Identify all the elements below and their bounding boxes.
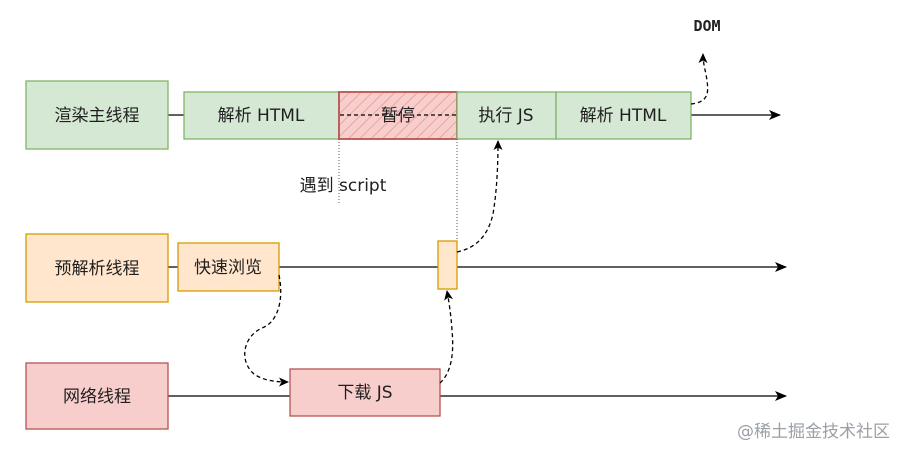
preparse-thread-row: 预解析线程 快速浏览	[25, 233, 787, 303]
dom-annotation: DOM	[690, 17, 721, 105]
parse-html-label-2: 解析 HTML	[580, 106, 667, 126]
download-to-preparse-dashed-arrow	[439, 290, 454, 384]
exec-js-box	[456, 91, 557, 140]
quick-scan-box	[177, 242, 280, 292]
main-thread-label-box	[25, 80, 169, 150]
main-thread-label: 渲染主线程	[55, 106, 140, 126]
preparse-thread-label: 预解析线程	[55, 259, 140, 279]
parse-html-label-1: 解析 HTML	[218, 106, 305, 126]
watermark-text: @稀土掘金技术社区	[737, 422, 890, 442]
exec-js-label: 执行 JS	[478, 106, 533, 126]
network-thread-label: 网络线程	[63, 387, 131, 407]
network-thread-label-box	[25, 362, 169, 430]
dom-dashed-arrow	[690, 53, 709, 105]
meet-script-annotation: 遇到 script	[300, 139, 387, 204]
quick-scan-label: 快速浏览	[194, 258, 262, 278]
dom-label: DOM	[693, 17, 720, 35]
preparse-to-exec-dashed-arrow	[456, 140, 503, 253]
parse-html-box-1	[183, 91, 340, 140]
pause-label: 暂停	[381, 106, 415, 126]
scan-to-download-dashed-arrow	[244, 274, 289, 387]
preparse-thread-label-box	[25, 233, 169, 303]
preparse-js-marker	[437, 240, 458, 290]
meet-script-label: 遇到 script	[300, 176, 387, 196]
network-thread-row: 网络线程 下载 JS	[25, 362, 787, 430]
parse-html-box-2	[555, 91, 692, 140]
download-js-box	[289, 368, 441, 417]
main-thread-row: 渲染主线程 解析 HTML 暂停 执行 JS 解析 HTML	[25, 80, 781, 150]
pause-box-hatch	[338, 91, 458, 140]
download-js-label: 下载 JS	[337, 383, 392, 403]
